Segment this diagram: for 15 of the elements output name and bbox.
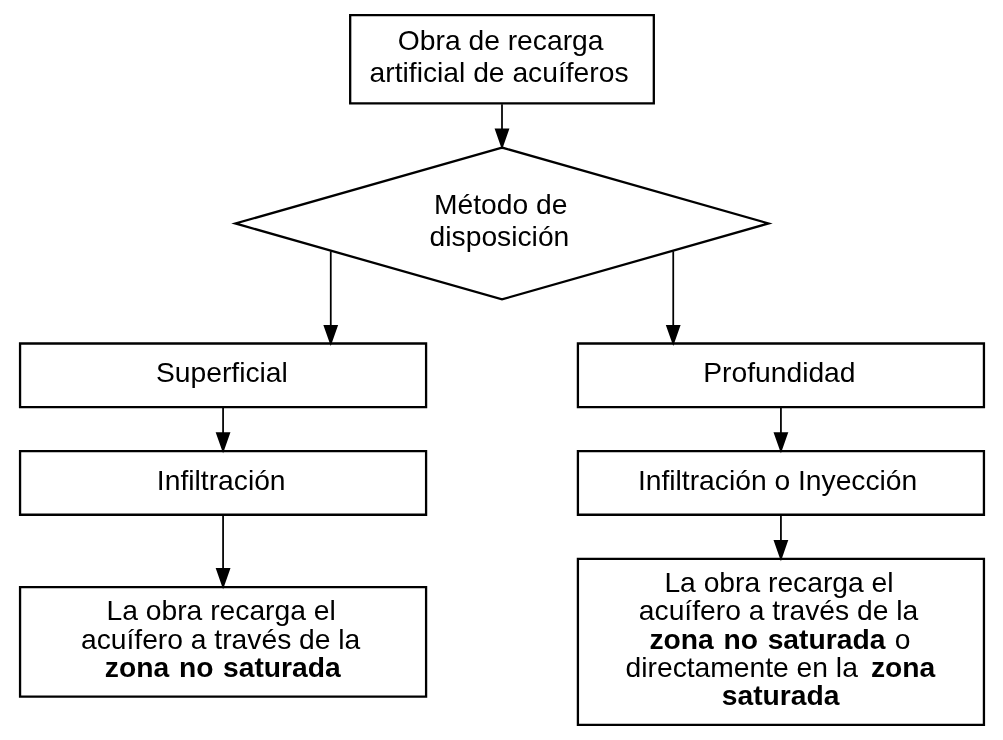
- arrow: [773, 406, 788, 454]
- node-box: Superficial: [18, 342, 427, 409]
- node-box: Infiltración o Inyección: [576, 450, 985, 516]
- node-diamond: Método de disposición: [230, 146, 773, 301]
- arrow: [322, 250, 338, 347]
- arrow: [494, 103, 509, 150]
- arrow: [665, 250, 681, 347]
- arrow: [773, 514, 788, 562]
- node-box: Infiltración: [18, 450, 427, 516]
- node-box: La obra recarga el acuífero a través de la zona no saturada: [18, 586, 427, 698]
- arrow: [215, 406, 230, 454]
- node-box: Profundidad: [576, 342, 985, 409]
- arrow: [215, 514, 230, 590]
- node-box: La obra recarga el acuífero a través de la zona no saturada o directamente en la zona saturada: [576, 557, 985, 726]
- node-box: Obra de recarga artificial de acuíferos: [348, 14, 655, 105]
